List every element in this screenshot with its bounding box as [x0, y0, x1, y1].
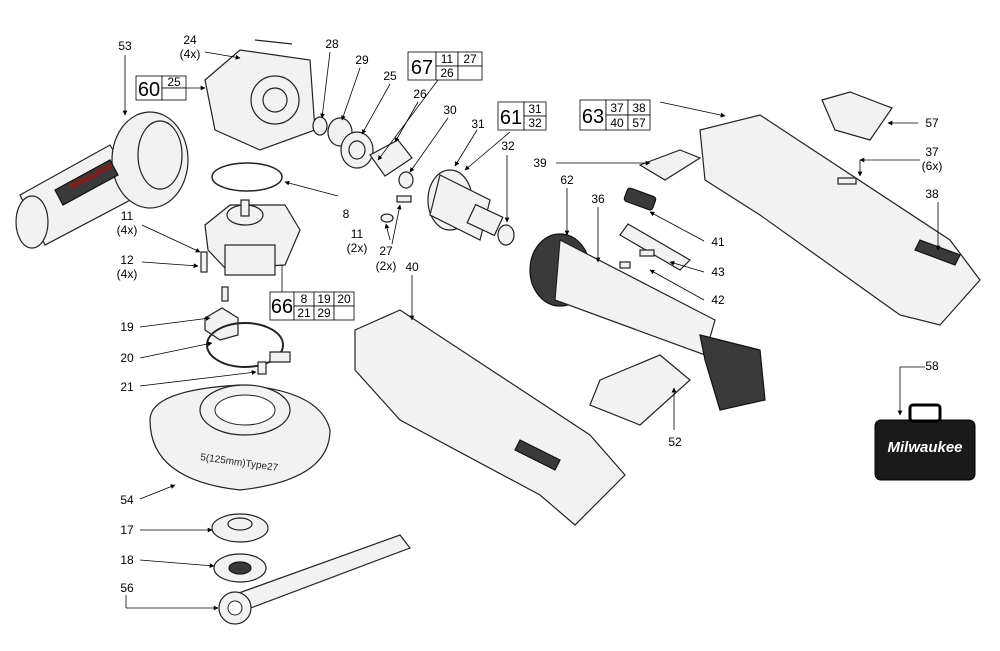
label-27[interactable]: 27	[379, 244, 393, 258]
box-66-item-2: 19	[317, 292, 331, 306]
label-41[interactable]: 41	[711, 235, 725, 249]
box-61-item-1: 31	[528, 102, 542, 116]
box-61-main: 61	[500, 107, 522, 129]
case-logo: Milwaukee	[887, 439, 962, 456]
battery-cover-part	[589, 354, 691, 426]
box-60-main: 60	[138, 79, 160, 101]
label-11b[interactable]: 11	[351, 227, 364, 241]
label-24[interactable]: 24	[183, 33, 197, 47]
label-32[interactable]: 32	[501, 139, 515, 153]
box-66-item-1: 8	[301, 292, 308, 306]
box-63-item-1: 37	[610, 101, 624, 115]
housing-left-part	[354, 309, 626, 526]
label-37-qty: (6x)	[922, 159, 943, 173]
box-61-item-2: 32	[528, 116, 542, 130]
box-67-item-3: 26	[440, 66, 454, 80]
label-26[interactable]: 26	[413, 87, 427, 101]
label-11-qty: (4x)	[117, 223, 138, 237]
label-8[interactable]: 8	[343, 207, 350, 221]
leader-lines	[122, 51, 941, 611]
bearings-part	[312, 116, 414, 189]
carry-case-part: Milwaukee	[874, 403, 976, 481]
label-42[interactable]: 42	[711, 293, 725, 307]
label-20[interactable]: 20	[120, 351, 134, 365]
label-57[interactable]: 57	[925, 116, 939, 130]
box-67-main: 67	[411, 57, 433, 79]
box-67-item-2: 27	[463, 52, 477, 66]
label-24-qty: (4x)	[180, 47, 201, 61]
spanner-part	[218, 534, 411, 625]
label-37[interactable]: 37	[925, 145, 939, 159]
box-67-item-1: 11	[441, 52, 454, 66]
nameplate-part	[821, 91, 893, 141]
flange-parts	[211, 513, 269, 583]
box-63-item-2: 38	[632, 101, 646, 115]
label-39[interactable]: 39	[533, 156, 547, 170]
callout-box-63[interactable]: 63 37 38 40 57	[579, 99, 651, 131]
small-hardware-part	[200, 195, 412, 302]
label-62[interactable]: 62	[560, 173, 574, 187]
motor-electronics-part	[529, 233, 766, 411]
callout-box-67[interactable]: 67 11 27 26	[407, 51, 483, 81]
box-63-item-3: 40	[610, 116, 624, 130]
gear-assembly-part	[204, 199, 301, 276]
housing-right-part	[699, 114, 981, 326]
box-63-main: 63	[582, 106, 604, 128]
clamp-ring-part	[206, 322, 291, 368]
guard-screw-part	[257, 361, 267, 375]
box-66-item-3: 20	[337, 292, 351, 306]
housing-screw-part	[837, 177, 857, 185]
label-27-qty: (2x)	[376, 259, 397, 273]
box-60-item: 25	[167, 75, 181, 89]
label-53[interactable]: 53	[118, 39, 132, 53]
label-31[interactable]: 31	[471, 117, 485, 131]
label-58[interactable]: 58	[925, 359, 939, 373]
side-handle-part: Milwaukee	[15, 111, 189, 249]
label-21[interactable]: 21	[120, 380, 134, 394]
wheel-guard-part: 5(125mm)Type27	[149, 384, 331, 491]
box-66-item-4: 21	[297, 306, 311, 320]
o-ring-part	[211, 162, 283, 192]
armature-part	[427, 169, 515, 246]
label-17[interactable]: 17	[120, 523, 134, 537]
gear-housing-part	[204, 39, 316, 151]
label-40[interactable]: 40	[405, 260, 419, 274]
label-36[interactable]: 36	[591, 192, 605, 206]
label-54[interactable]: 54	[120, 493, 134, 507]
motor-screw-part	[619, 261, 631, 269]
callout-box-61[interactable]: 61 31 32	[497, 101, 547, 131]
label-52[interactable]: 52	[668, 435, 682, 449]
switch-parts	[619, 187, 691, 271]
box-66-item-5: 29	[317, 306, 331, 320]
label-25[interactable]: 25	[383, 69, 397, 83]
label-43[interactable]: 43	[711, 265, 725, 279]
callout-box-66[interactable]: 66 8 19 20 21 29	[269, 291, 355, 321]
label-19[interactable]: 19	[120, 320, 134, 334]
label-12[interactable]: 12	[120, 253, 134, 267]
callout-box-60[interactable]: 60 25	[135, 75, 187, 101]
label-29[interactable]: 29	[355, 53, 369, 67]
label-11b-qty: (2x)	[347, 241, 368, 255]
part-labels: 53 24 (4x) 28 29 25 26 30 31 32 39 62 36…	[117, 33, 943, 595]
label-56[interactable]: 56	[120, 581, 134, 595]
label-28[interactable]: 28	[325, 37, 339, 51]
label-18[interactable]: 18	[120, 553, 134, 567]
switch-badge-part	[638, 149, 702, 181]
label-30[interactable]: 30	[443, 103, 457, 117]
box-63-item-4: 57	[632, 116, 646, 130]
label-12-qty: (4x)	[117, 267, 138, 281]
box-66-main: 66	[271, 296, 293, 318]
label-38[interactable]: 38	[925, 187, 939, 201]
label-11[interactable]: 11	[121, 209, 134, 223]
